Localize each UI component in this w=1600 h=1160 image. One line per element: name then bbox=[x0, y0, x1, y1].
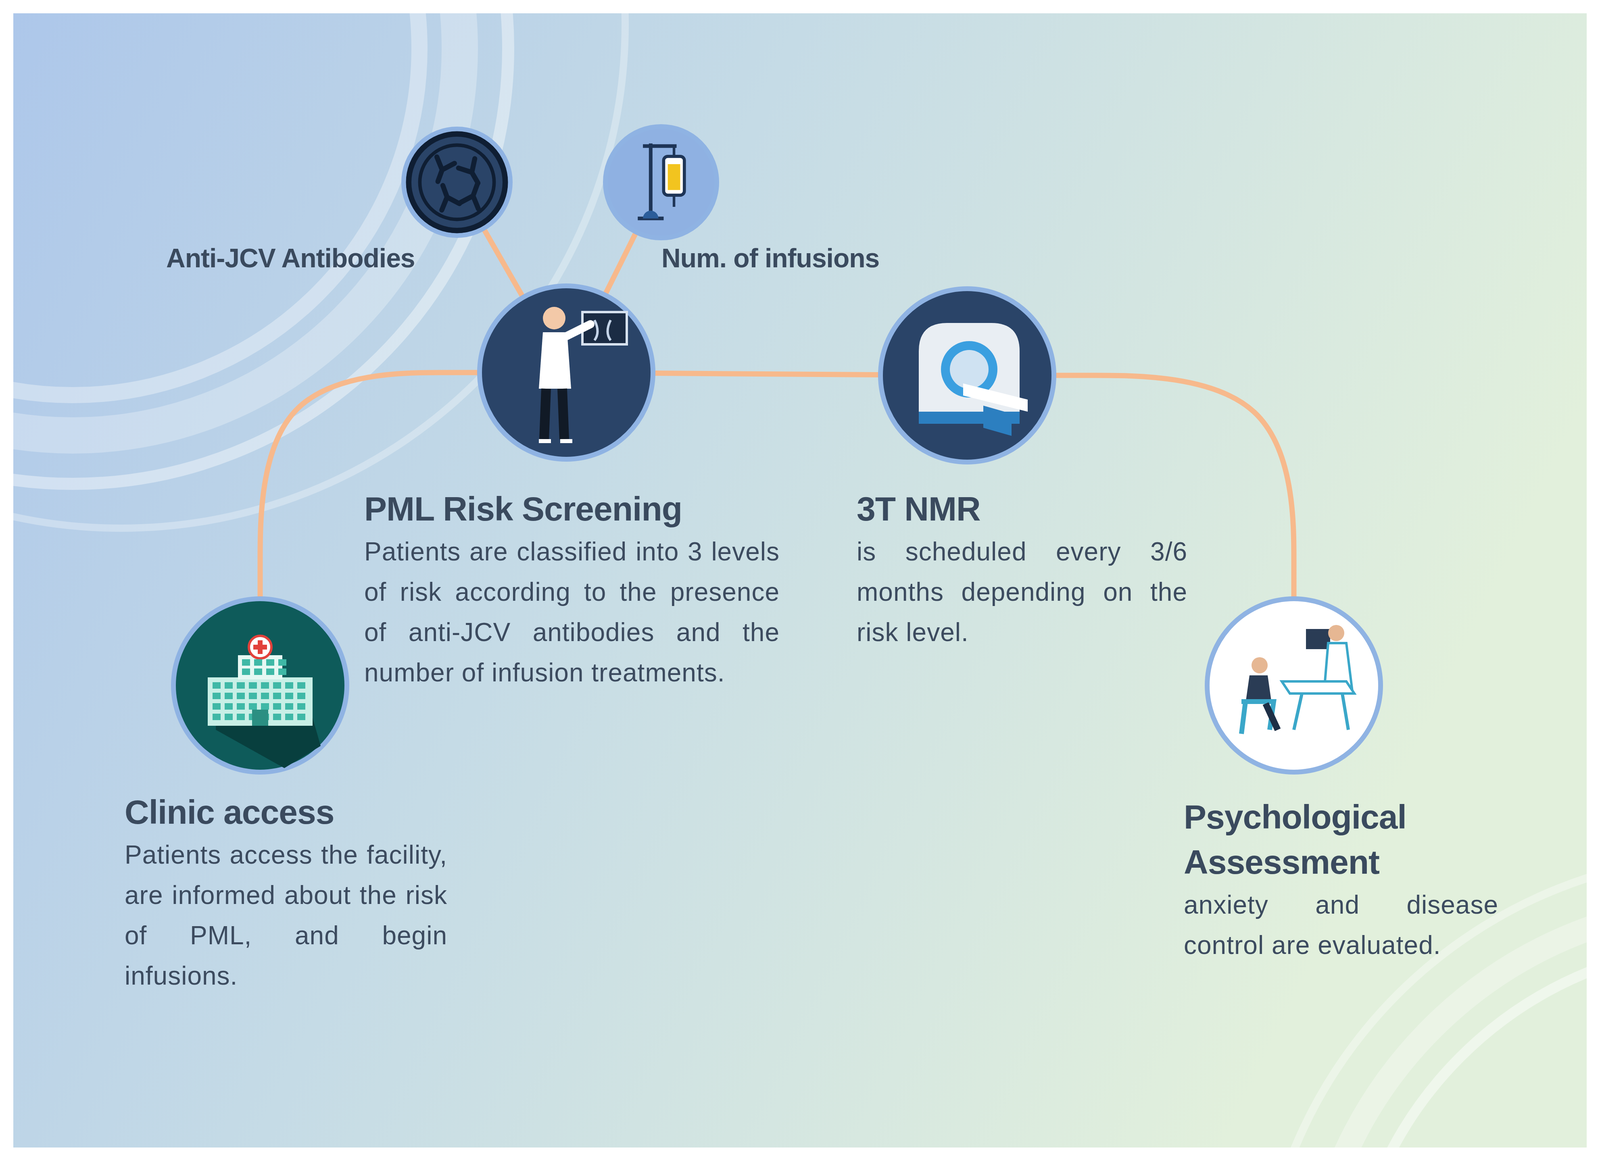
step-heading: Anti-JCV Antibodies bbox=[166, 241, 416, 275]
text-block: Clinic accessPatients access the facilit… bbox=[124, 789, 448, 997]
text-block: Psychological Assessmentanxiety and dise… bbox=[1183, 794, 1499, 966]
circle-outline bbox=[403, 129, 511, 236]
step-node: Psychological Assessmentanxiety and dise… bbox=[1183, 596, 1499, 966]
panel bbox=[13, 13, 1587, 1148]
icon-circle bbox=[1204, 596, 1384, 775]
icon-circle bbox=[401, 126, 513, 238]
step-description: is scheduled every 3/6 months depending … bbox=[856, 531, 1188, 653]
text-block: Anti-JCV Antibodies bbox=[166, 241, 416, 275]
step-description: anxiety and disease control are evaluate… bbox=[1183, 884, 1499, 966]
circle-outline bbox=[479, 285, 653, 460]
iv-icon bbox=[637, 143, 685, 219]
circle-outline bbox=[605, 126, 717, 238]
step-description: Patients access the facility, are inform… bbox=[124, 834, 448, 997]
text-block: Num. of infusions bbox=[661, 241, 880, 275]
connector-line bbox=[484, 230, 522, 296]
step-heading: PML Risk Screening bbox=[364, 486, 780, 532]
decor-arcs bbox=[13, 13, 1587, 1148]
text-block: 3T NMRis scheduled every 3/6 months depe… bbox=[856, 486, 1188, 653]
connector-line bbox=[655, 373, 879, 376]
doctor-icon bbox=[538, 306, 627, 442]
icon-circle bbox=[477, 283, 656, 462]
people-icon bbox=[1241, 625, 1355, 735]
icon-circle bbox=[878, 286, 1057, 465]
step-node: PML Risk ScreeningPatients are classifie… bbox=[364, 283, 780, 693]
step-heading: Num. of infusions bbox=[661, 241, 880, 275]
connector-line bbox=[605, 234, 635, 293]
step-heading: Clinic access bbox=[124, 789, 448, 835]
step-heading: Psychological Assessment bbox=[1183, 794, 1499, 885]
step-node: Clinic accessPatients access the facilit… bbox=[124, 596, 448, 997]
circle-outline bbox=[173, 598, 347, 773]
circle-outline bbox=[880, 288, 1054, 463]
icon-circle bbox=[171, 596, 350, 775]
step-heading: 3T NMR bbox=[856, 486, 1188, 532]
risk-factor-node: Anti-JCV Antibodies bbox=[166, 126, 513, 275]
risk-factor-node: Num. of infusions bbox=[602, 124, 880, 275]
mri-icon bbox=[918, 323, 1028, 436]
hospital-icon bbox=[207, 636, 321, 769]
circle-outline bbox=[1207, 598, 1381, 773]
step-node: 3T NMRis scheduled every 3/6 months depe… bbox=[856, 286, 1188, 653]
text-block: PML Risk ScreeningPatients are classifie… bbox=[364, 486, 780, 693]
antibody-icon bbox=[408, 133, 505, 231]
icon-circle bbox=[602, 124, 720, 241]
step-description: Patients are classified into 3 levels of… bbox=[364, 531, 780, 693]
